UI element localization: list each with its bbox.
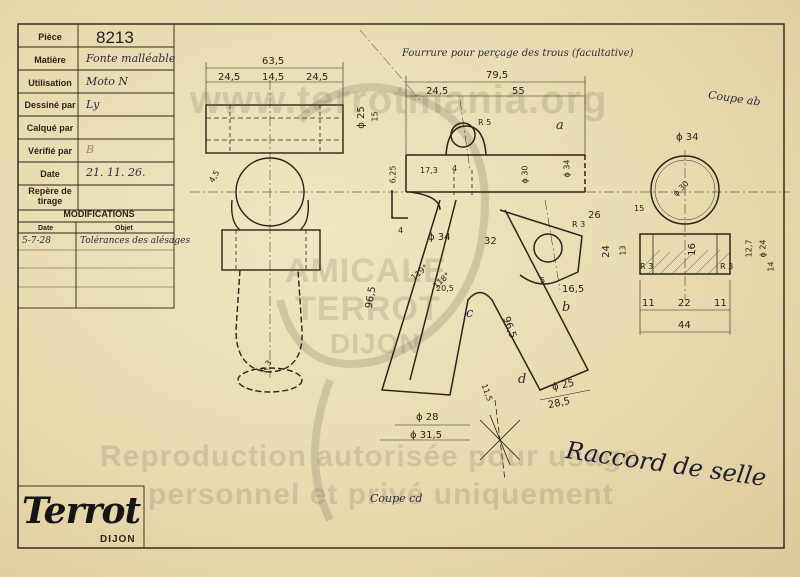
label-dessine: Dessiné par bbox=[24, 100, 76, 110]
value-utilisation: Moto N bbox=[86, 75, 129, 88]
dim-bottom-b: ϕ 31,5 bbox=[410, 430, 443, 441]
brand-city: DIJON bbox=[100, 534, 136, 545]
dim-right-r: R 3 bbox=[640, 262, 654, 271]
watermark-line-2: personnel et privé uniquement bbox=[148, 478, 614, 511]
dim-right-top: ϕ 34 bbox=[676, 132, 699, 143]
label-date: Date bbox=[40, 169, 60, 179]
section-letter-d: d bbox=[518, 372, 527, 387]
label-utilisation: Utilisation bbox=[28, 78, 72, 88]
right-view bbox=[639, 155, 731, 275]
label-repere: Repère de tirage bbox=[28, 186, 72, 206]
dim-center-m: 26 bbox=[588, 210, 601, 221]
dim-center-p: ϕ 30 bbox=[520, 165, 530, 184]
mod-entry-object: Tolérances des alésages bbox=[80, 236, 191, 246]
section-letter-a: a bbox=[556, 118, 564, 133]
watermark-site: www.terrotmania.org bbox=[190, 78, 608, 122]
left-view bbox=[205, 104, 344, 393]
label-matiere: Matière bbox=[34, 55, 66, 65]
section-letter-b: b bbox=[562, 300, 571, 315]
watermark-club-2: TERROT bbox=[295, 290, 441, 328]
note-top: Fourrure pour perçage des trous (faculta… bbox=[402, 48, 634, 59]
dim-bottom-a: ϕ 28 bbox=[416, 412, 439, 423]
dim-right-d: 12,7 bbox=[744, 239, 754, 258]
dim-right-a: 24 bbox=[600, 245, 612, 258]
value-matiere: Fonte malléable bbox=[86, 52, 176, 65]
dim-center-e: 6,25 bbox=[388, 165, 398, 184]
center-view bbox=[381, 122, 590, 396]
value-dessine: Ly bbox=[86, 98, 100, 111]
mod-date-header: Date bbox=[38, 225, 54, 232]
dim-right-h: 15 bbox=[634, 204, 645, 213]
dim-center-l: 16,5 bbox=[562, 284, 585, 295]
dim-center-a: 24,5 bbox=[426, 86, 449, 97]
dim-center-q: 4 bbox=[398, 226, 404, 235]
dim-left-c: 24,5 bbox=[306, 72, 329, 83]
dim-right-r2: R 3 bbox=[720, 262, 734, 271]
watermark-line-1: Reproduction autorisée pour usage bbox=[100, 440, 640, 473]
dim-right-i: 11 bbox=[714, 298, 727, 309]
watermark-club-1: AMICALE bbox=[285, 252, 447, 290]
title-block-grid bbox=[17, 23, 175, 549]
dim-center-c: 17,3 bbox=[420, 166, 438, 175]
piece-number: 8213 bbox=[96, 28, 134, 47]
watermark-emblem bbox=[276, 83, 489, 522]
mod-object-header: Objet bbox=[115, 225, 133, 232]
dim-center-o: ϕ 34 bbox=[562, 159, 572, 178]
label-piece: Pièce bbox=[38, 32, 62, 42]
dim-center-n: 5 bbox=[540, 276, 546, 285]
dim-left-b: 14,5 bbox=[262, 72, 285, 83]
label-calque: Calqué par bbox=[26, 123, 74, 133]
section-cd bbox=[479, 399, 521, 481]
value-date: 21. 11. 26. bbox=[86, 166, 146, 179]
dim-center-b: 55 bbox=[512, 86, 525, 97]
dim-center-overall: 79,5 bbox=[486, 70, 509, 81]
dim-center-r: R 5 bbox=[478, 118, 492, 127]
brand-logo: Terrot bbox=[22, 490, 141, 532]
dim-right-c: 16 bbox=[686, 243, 698, 256]
dim-center-d: 4 bbox=[452, 164, 458, 173]
dim-right-total: 44 bbox=[678, 320, 691, 331]
section-cd-label: Coupe cd bbox=[370, 492, 423, 505]
dimension-lines bbox=[205, 62, 731, 441]
dim-right-e: ϕ 24 bbox=[758, 239, 768, 258]
dim-right-h2: 22 bbox=[678, 298, 691, 309]
value-verifie: B bbox=[86, 143, 95, 156]
dim-center-g: 32 bbox=[484, 236, 497, 247]
dim-center-f: ϕ 34 bbox=[428, 232, 451, 243]
dim-right-f: 14 bbox=[766, 261, 776, 272]
dim-left-e: 15 bbox=[370, 111, 380, 122]
dim-center-h: 20,5 bbox=[436, 284, 454, 293]
dim-left-a: 24,5 bbox=[218, 72, 241, 83]
mod-entry-date: 5-7-28 bbox=[22, 236, 51, 246]
watermark-club-3: DIJON bbox=[330, 328, 421, 359]
dim-left-d: ϕ 25 bbox=[355, 106, 367, 129]
section-letter-c: c bbox=[466, 306, 474, 321]
dim-right-g: 11 bbox=[642, 298, 655, 309]
right-view-hatching bbox=[639, 249, 731, 275]
modifications-title: MODIFICATIONS bbox=[63, 209, 135, 219]
dim-left-overall: 63,5 bbox=[262, 56, 285, 67]
dim-center-r2: R 3 bbox=[572, 220, 586, 229]
dim-right-b: 13 bbox=[618, 245, 628, 256]
label-verifie: Vérifié par bbox=[27, 146, 73, 156]
